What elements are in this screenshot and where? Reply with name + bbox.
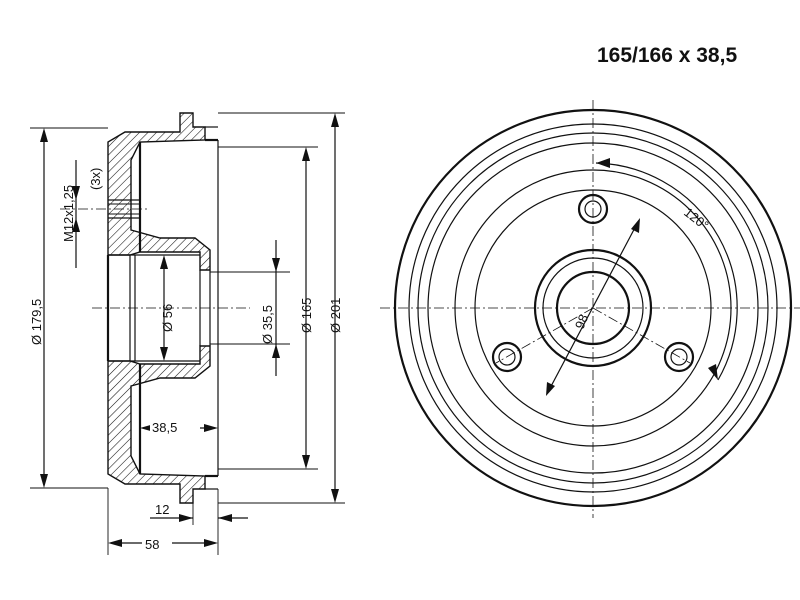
lower-section — [107, 345, 211, 504]
center-bore — [555, 270, 631, 346]
section-view: Ø 179,5 M12x1,25 (3x) Ø 56 Ø 35,5 Ø 165 … — [29, 112, 345, 555]
hub-outer — [533, 248, 653, 368]
dim-pcd: 98 — [572, 312, 591, 331]
bolt-hole-top — [577, 193, 609, 225]
dim-angle: 120° — [681, 205, 711, 233]
dim-d179-5: Ø 179,5 — [29, 299, 44, 345]
dim-thread: M12x1,25 — [61, 185, 76, 242]
front-view: 120° 98 — [380, 100, 800, 518]
dim-thread-count: (3x) — [88, 168, 103, 190]
dim-d35-5: Ø 35,5 — [260, 305, 275, 344]
upper-section — [107, 112, 211, 271]
dim-flange: 12 — [155, 502, 169, 517]
bolt-hole-left — [491, 341, 523, 373]
bolt-hole-right — [663, 341, 695, 373]
dim-d201: Ø 201 — [328, 298, 343, 333]
dim-depth: 38,5 — [152, 420, 177, 435]
dim-d56: Ø 56 — [160, 304, 175, 332]
angle-arc — [595, 162, 738, 381]
outer-rim — [393, 108, 793, 508]
dim-d165: Ø 165 — [299, 298, 314, 333]
drawing-title: 165/166 x 38,5 — [597, 44, 737, 67]
dim-overall: 58 — [145, 537, 159, 552]
